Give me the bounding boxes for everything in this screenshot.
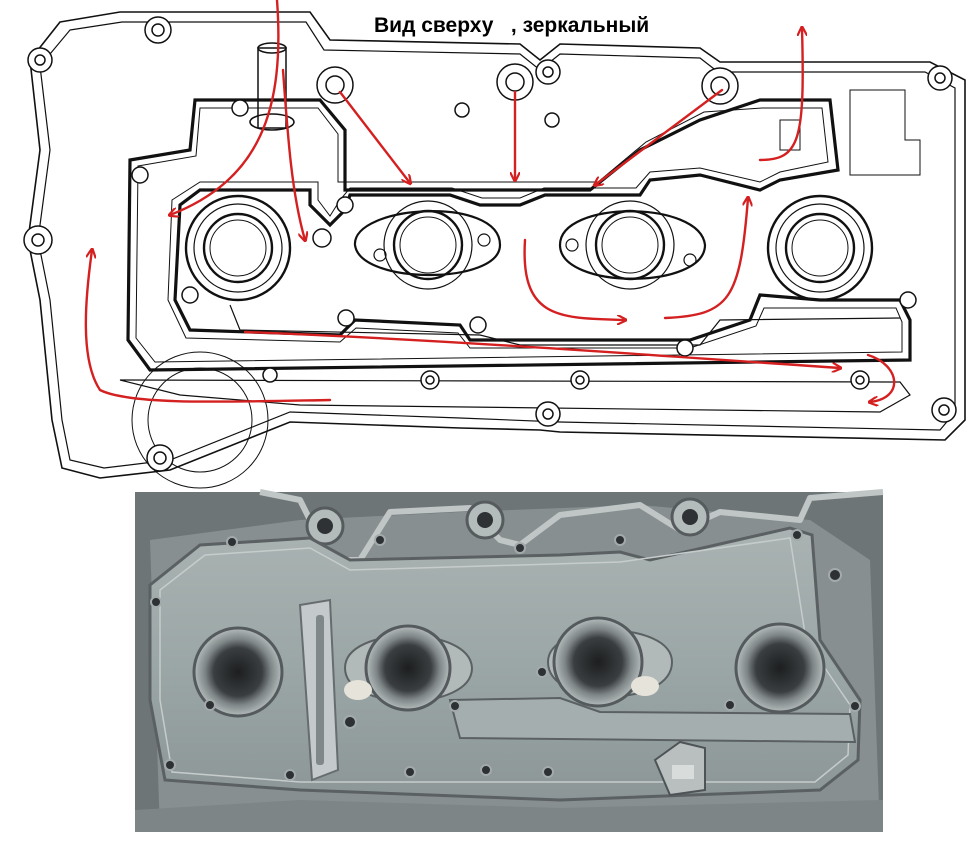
arrow-bottom-hook [866,353,896,402]
plug-well-3 [558,200,707,290]
arrow-left-loop [84,250,332,403]
oil-flow-arrows [84,0,896,403]
diagram-title: Вид сверху , зеркальный [374,14,650,37]
arrow-filler-down [281,68,305,240]
arrow-mid-right [523,238,625,320]
bolt-holes-drawing [23,16,957,472]
arrow-boss3-down [595,88,724,185]
arrow-boss1-down [338,90,410,183]
arrow-mid-up [663,198,748,320]
arrow-up-right [758,28,803,162]
plug-well-4 [766,194,874,302]
photo-bolts [150,529,861,781]
photo-plug-wells [192,616,826,718]
spark-plug-wells-drawing [184,194,874,302]
arrow-bottom-long [243,330,840,368]
plug-well-1 [184,194,292,302]
valve-cover-photo [135,489,884,832]
arrow-filler-left [170,0,280,215]
plug-well-2 [353,200,502,290]
